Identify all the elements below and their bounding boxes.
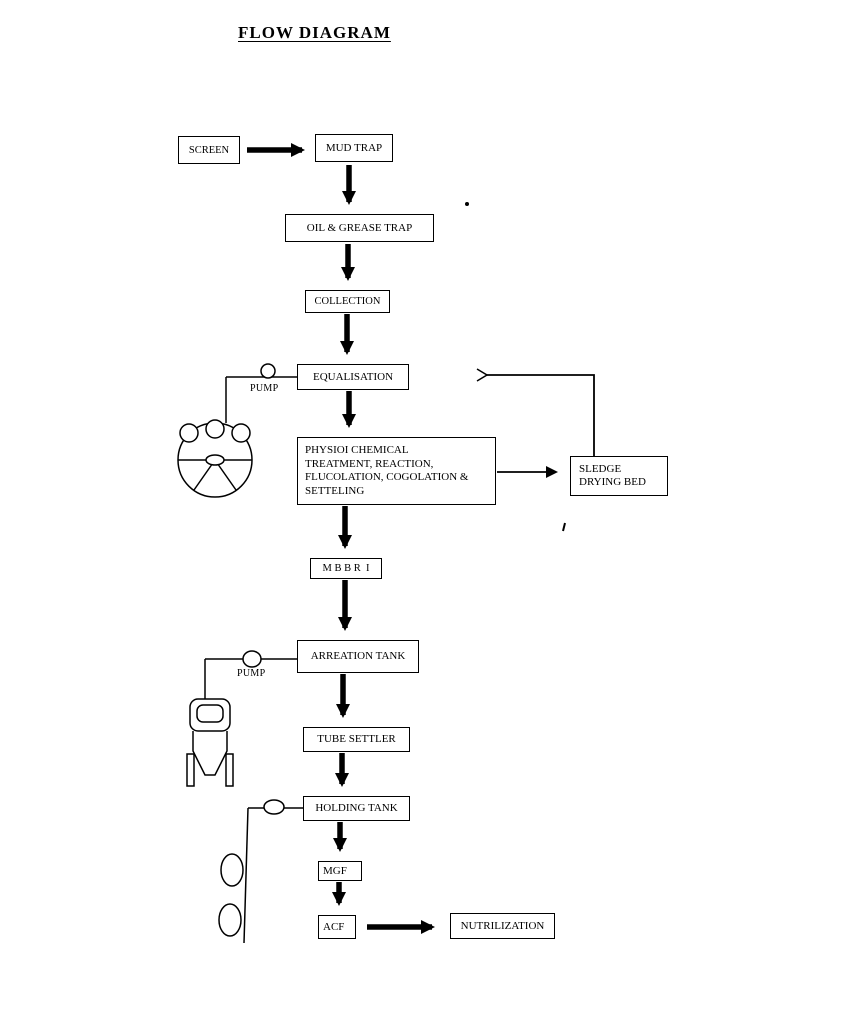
hopper-leg-left-icon	[186, 753, 195, 787]
stray-dot-mark	[465, 202, 469, 206]
blower-tank-dome-center-icon	[205, 419, 225, 439]
pump-lower-icon	[242, 650, 262, 668]
edge-sledge-return-to-equalisation	[476, 368, 595, 456]
node-physio-chemical-treatment: PHYSIOI CHEMICAL TREATMENT, REACTION, FL…	[297, 437, 496, 505]
node-mbbr-1: M B B R I	[310, 558, 382, 579]
node-mgf: MGF	[318, 861, 362, 881]
node-collection: COLLECTION	[305, 290, 390, 313]
side-filter-upper-icon	[220, 853, 244, 887]
node-screen: SCREEN	[178, 136, 240, 164]
node-arreation-tank: ARREATION TANK	[297, 640, 419, 673]
stray-comma-mark	[562, 522, 566, 532]
node-equalisation: EQUALISATION	[297, 364, 409, 390]
hopper-leg-right-icon	[225, 753, 234, 787]
blower-tank-dome-left-icon	[179, 423, 199, 443]
blower-tank-hub-icon	[205, 454, 225, 466]
hopper-cap-inner-icon	[196, 704, 224, 723]
node-sledge-drying-bed: SLEDGE DRYING BED	[570, 456, 668, 496]
blower-tank-dome-right-icon	[231, 423, 251, 443]
node-tube-settler: TUBE SETTLER	[303, 727, 410, 752]
node-oil-grease-trap: OIL & GREASE TRAP	[285, 214, 434, 242]
pipe-side-down	[243, 807, 249, 944]
node-physio-line-2: TREATMENT, REACTION,	[305, 457, 434, 470]
node-physio-line-3: FLUCOLATION, COGOLATION &	[305, 471, 469, 483]
diagram-title: FLOW DIAGRAM	[238, 23, 391, 42]
node-mud-trap: MUD TRAP	[315, 134, 393, 162]
pump-label-lower: PUMP	[237, 668, 266, 679]
node-physio-line-1: PHYSIOI CHEMICAL	[305, 444, 409, 456]
node-physio-line-4: SETTELING	[305, 484, 365, 497]
node-sledge-line-1: SLEDGE	[579, 463, 622, 475]
node-sledge-line-2: DRYING BED	[579, 476, 646, 488]
holding-valve-icon	[263, 799, 285, 815]
node-nutrilization: NUTRILIZATION	[450, 913, 555, 939]
node-acf: ACF	[318, 915, 356, 939]
pump-upper-icon	[260, 363, 276, 379]
hopper-funnel-icon	[192, 731, 228, 776]
side-filter-lower-icon	[218, 903, 242, 937]
node-holding-tank: HOLDING TANK	[303, 796, 410, 821]
pump-label-upper: PUMP	[250, 383, 279, 394]
hopper-cap-icon	[189, 698, 231, 732]
